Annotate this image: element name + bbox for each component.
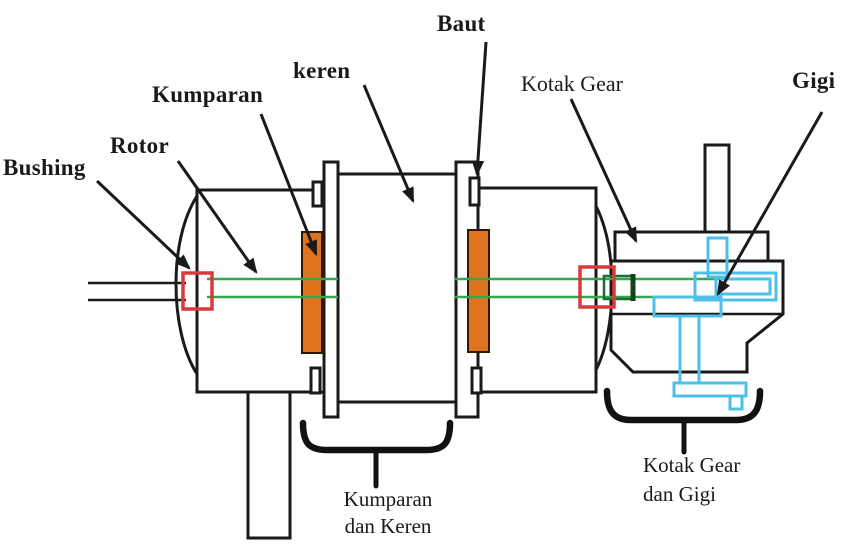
arrow-kotak-gear: [569, 98, 638, 244]
gearbox: [609, 143, 785, 374]
arrow-rotor: [176, 160, 258, 274]
label-baut: Baut: [437, 11, 486, 36]
gear-block-outer: [693, 271, 778, 302]
bolt-bottom-right: [470, 366, 483, 395]
label-kumparan: Kumparan: [152, 82, 263, 107]
label-bushing: Bushing: [3, 155, 86, 180]
caption-right-line2: dan Gigi: [643, 482, 716, 506]
arrow-baut: [471, 41, 488, 177]
bolt-bottom-left: [309, 366, 322, 395]
keren-core-box: [336, 172, 460, 404]
brace-left: [299, 419, 454, 454]
caption-right-line1: Kotak Gear: [643, 453, 740, 477]
gear-assembly: [652, 236, 778, 411]
label-rotor: Rotor: [110, 133, 169, 158]
bolt-top-right: [468, 176, 481, 207]
caption-left-line2: dan Keren: [345, 514, 432, 538]
arrow-keren: [362, 84, 415, 204]
caption-left-line1: Kumparan: [344, 487, 433, 511]
gear-block-inner: [714, 277, 772, 296]
mount-leg: [246, 390, 292, 540]
left-flange: [322, 160, 340, 419]
left-end-bell-arc: [174, 195, 199, 375]
callout-arrows: [95, 41, 824, 297]
gear-foot: [728, 394, 744, 411]
label-kotak-gear: Kotak Gear: [521, 71, 624, 96]
bushing-right: [578, 265, 616, 309]
braces: [299, 387, 764, 489]
gearbox-top-box: [613, 230, 770, 263]
label-keren: keren: [293, 58, 350, 83]
gearbox-chimney: [703, 143, 731, 235]
coil-left: [301, 231, 323, 354]
arrow-bushing: [95, 179, 191, 270]
gear-tooth-top: [706, 236, 729, 279]
drivetrain: [88, 229, 722, 354]
arrow-gigi: [716, 111, 824, 297]
gear-base-bar: [672, 381, 748, 398]
coil-right: [467, 229, 490, 353]
bushing-left: [181, 271, 214, 311]
bolt-top-left: [311, 180, 324, 208]
arrow-kumparan: [259, 113, 318, 257]
label-gigi: Gigi: [792, 68, 836, 93]
motor-housing: [174, 160, 614, 540]
right-motor-body: [476, 186, 598, 394]
gear-bar: [652, 295, 723, 318]
callout-labels: Bushing Rotor Kumparan keren Baut Kotak …: [3, 11, 836, 538]
